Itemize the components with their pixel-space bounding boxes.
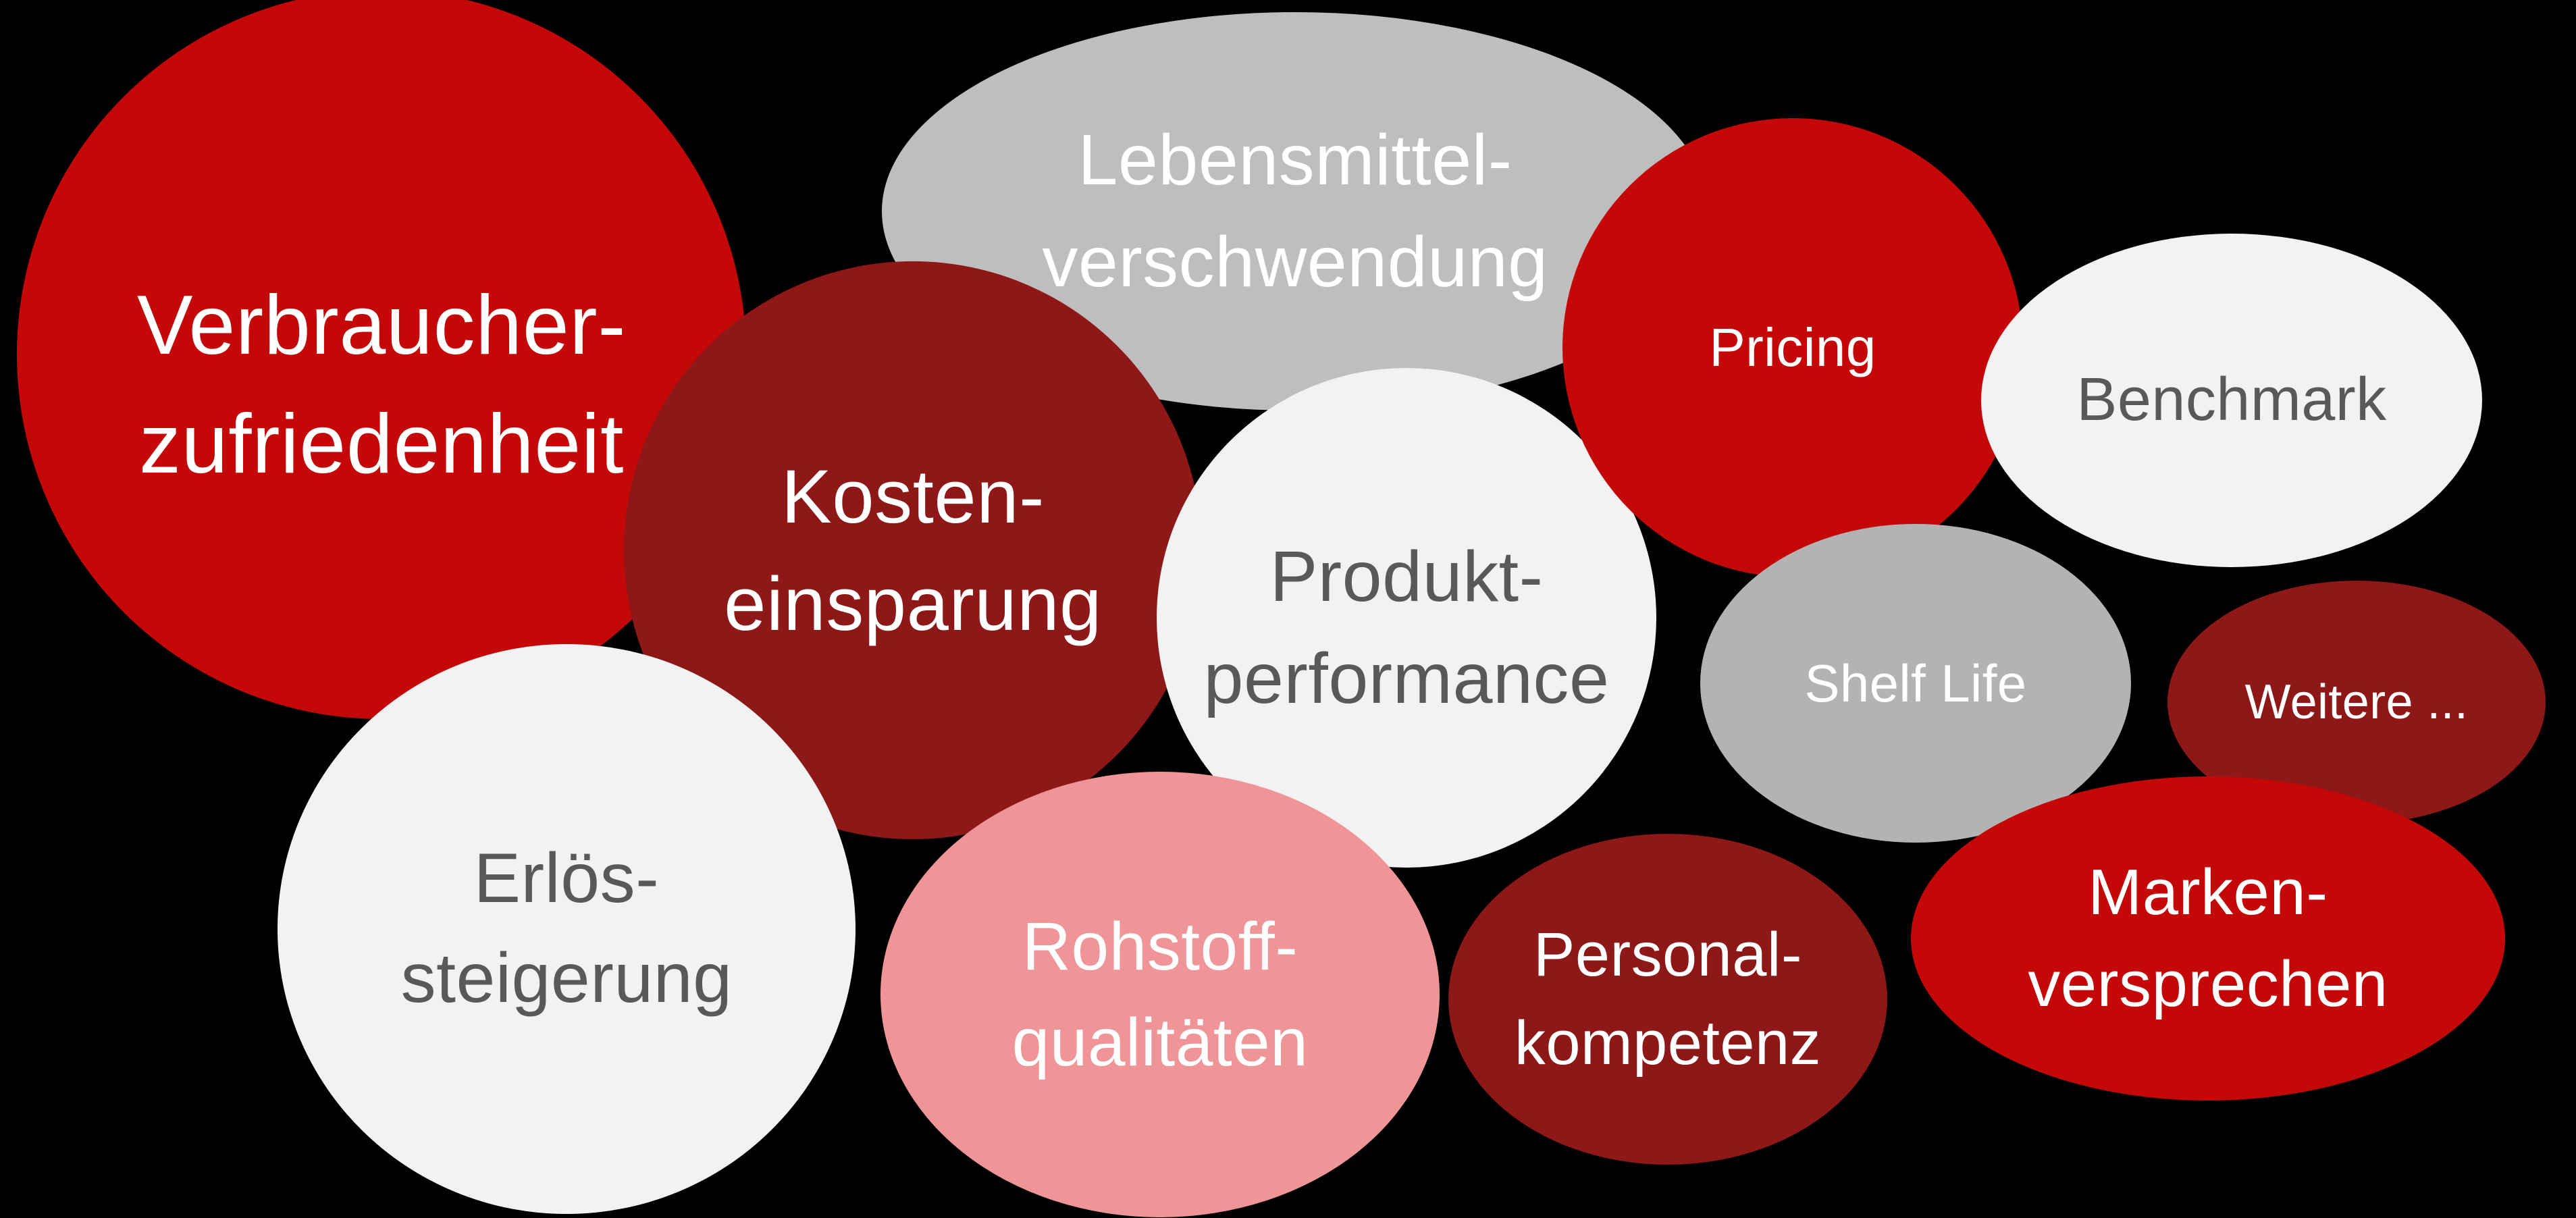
bubble-label-personal-kompetenz: Personal- kompetenz bbox=[1514, 920, 1822, 1078]
bubble-shelf-life: Shelf Life bbox=[1700, 524, 2131, 843]
bubble-label-marken-versprechen: Marken- versprechen bbox=[2028, 855, 2388, 1020]
bubble-pricing: Pricing bbox=[1562, 118, 2023, 577]
bubble-label-benchmark: Benchmark bbox=[2076, 366, 2387, 434]
bubble-verbraucher-zufriedenheit: Verbraucher- zufriedenheit bbox=[17, 0, 746, 719]
bubble-label-verbraucher-zufriedenheit: Verbraucher- zufriedenheit bbox=[136, 278, 627, 491]
bubble-label-produkt-performance: Produkt- performance bbox=[1203, 537, 1610, 718]
bubble-label-lebensmittel-verschwendung: Lebensmittel- verschwendung bbox=[1042, 120, 1548, 302]
bubble-label-pricing: Pricing bbox=[1709, 317, 1876, 378]
bubble-benchmark: Benchmark bbox=[1981, 234, 2482, 567]
bubble-label-erloes-steigerung: Erlös- steigerung bbox=[400, 839, 733, 1017]
bubble-rohstoff-qualitaeten: Rohstoff- qualitäten bbox=[880, 772, 1440, 1217]
bubble-marken-versprechen: Marken- versprechen bbox=[1911, 776, 2505, 1101]
bubble-label-kosten-einsparung: Kosten- einsparung bbox=[724, 454, 1102, 646]
bubble-personal-kompetenz: Personal- kompetenz bbox=[1448, 834, 1887, 1165]
bubble-erloes-steigerung: Erlös- steigerung bbox=[278, 644, 856, 1214]
bubble-label-weitere: Weitere ... bbox=[2244, 674, 2469, 729]
bubble-produkt-performance: Produkt- performance bbox=[1157, 368, 1656, 868]
bubble-label-rohstoff-qualitaeten: Rohstoff- qualitäten bbox=[1011, 909, 1309, 1080]
bubble-label-shelf-life: Shelf Life bbox=[1804, 653, 2027, 713]
